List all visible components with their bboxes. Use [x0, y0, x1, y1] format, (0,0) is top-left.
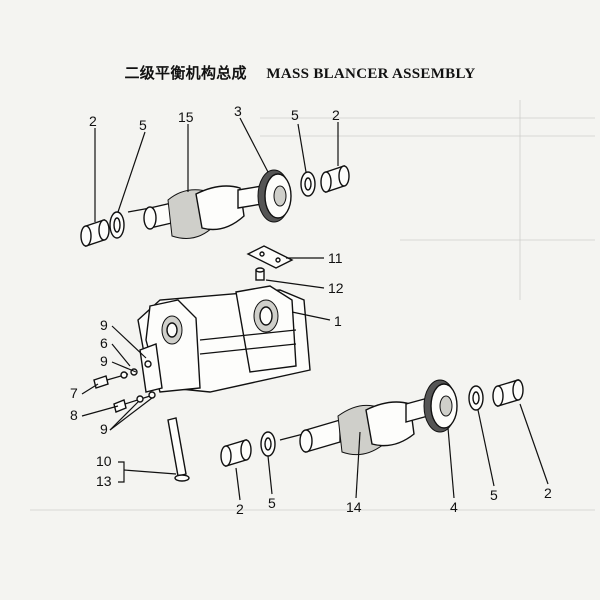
small-bolt-lower [113, 391, 156, 413]
callout-2-upper-right: 2 [332, 107, 340, 123]
diagram-title: 二级平衡机构总成 MASS BLANCER ASSEMBLY [0, 62, 600, 83]
callout-2-lower-right: 2 [544, 485, 552, 501]
upper-bushing-right [320, 165, 350, 193]
upper-gear [257, 169, 292, 223]
lower-gear [423, 379, 458, 433]
lower-washer-left [260, 431, 276, 457]
callout-5-upper-left: 5 [139, 117, 147, 133]
title-english: MASS BLANCER ASSEMBLY [266, 66, 476, 82]
callout-8: 8 [70, 407, 78, 423]
callout-2-upper-left: 2 [89, 113, 97, 129]
callout-13: 13 [96, 473, 112, 489]
background-ghost-lines [30, 100, 595, 511]
retaining-plate [246, 245, 294, 269]
callout-15: 15 [178, 109, 194, 125]
upper-balance-shaft [127, 185, 263, 239]
lower-balance-shaft [279, 397, 429, 456]
lower-bushing-left [220, 439, 252, 467]
title-chinese: 二级平衡机构总成 [124, 64, 247, 82]
long-bolt [167, 417, 190, 482]
callout-9-bottom: 9 [100, 421, 108, 437]
callout-2-lower-left: 2 [236, 501, 244, 517]
callout-6: 6 [100, 335, 108, 351]
small-bolt-upper [93, 368, 138, 389]
callout-12: 12 [328, 280, 344, 296]
callout-7: 7 [70, 385, 78, 401]
upper-washer-right [300, 171, 316, 197]
locating-pin [255, 267, 265, 281]
leader-lines [81, 117, 549, 501]
callout-4: 4 [450, 499, 458, 515]
balancer-housing [137, 285, 311, 393]
callout-9-middle: 9 [100, 353, 108, 369]
callout-9-top: 9 [100, 317, 108, 333]
callout-14: 14 [346, 499, 362, 515]
lower-bushing-right [492, 379, 524, 407]
upper-washer-left [109, 211, 125, 239]
callout-5-lower-left: 5 [268, 495, 276, 511]
upper-bushing-left [80, 219, 110, 247]
lower-washer-right [468, 385, 484, 411]
callout-3: 3 [234, 103, 242, 119]
callout-5-upper-right: 5 [291, 107, 299, 123]
callout-numbers: 2 5 15 3 5 2 11 12 1 9 6 9 7 8 9 10 13 2… [70, 103, 552, 517]
callout-11: 11 [328, 250, 343, 266]
callout-10: 10 [96, 453, 112, 469]
callout-5-lower-right: 5 [490, 487, 498, 503]
callout-1: 1 [334, 313, 342, 329]
